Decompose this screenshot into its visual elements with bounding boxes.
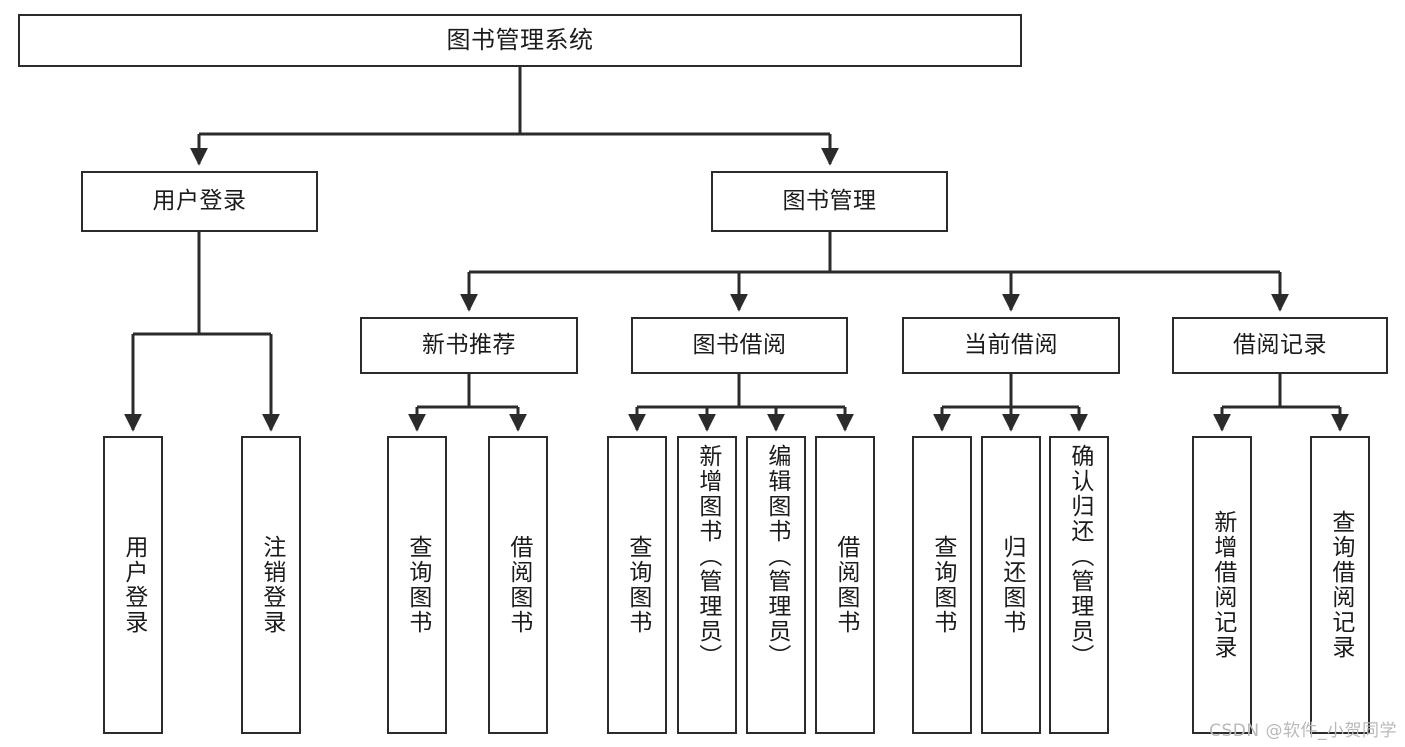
node-label: 借阅记录 (1233, 331, 1327, 358)
leaf-current-confirm-return-admin[interactable]: 确认归还（管理员） (1049, 436, 1109, 734)
node-label: 用户登录 (120, 535, 147, 635)
node-label: 查询借阅记录 (1327, 510, 1354, 660)
leaf-borrow-query-book[interactable]: 查询图书 (607, 436, 667, 734)
node-label: 图书借阅 (692, 331, 787, 358)
leaf-borrow-borrow-book[interactable]: 借阅图书 (815, 436, 875, 734)
node-label: 借阅图书 (832, 535, 859, 635)
node-label: 用户登录 (152, 187, 247, 214)
node-label: 编辑图书（管理员） (763, 444, 790, 669)
node-borrow-record[interactable]: 借阅记录 (1172, 317, 1388, 374)
leaf-recommend-borrow-book[interactable]: 借阅图书 (488, 436, 548, 734)
node-label: 查询图书 (929, 535, 956, 635)
node-label: 新增借阅记录 (1209, 510, 1236, 660)
node-label: 借阅图书 (505, 535, 532, 635)
node-label: 归还图书 (998, 535, 1025, 635)
leaf-borrow-edit-book-admin[interactable]: 编辑图书（管理员） (746, 436, 806, 734)
node-label: 查询图书 (624, 535, 651, 635)
node-user-login[interactable]: 用户登录 (81, 171, 318, 232)
leaf-record-add-record[interactable]: 新增借阅记录 (1192, 436, 1252, 734)
leaf-user-logout[interactable]: 注销登录 (241, 436, 301, 734)
leaf-record-query-record[interactable]: 查询借阅记录 (1310, 436, 1370, 734)
node-new-book-recommend[interactable]: 新书推荐 (360, 317, 578, 374)
leaf-borrow-add-book-admin[interactable]: 新增图书（管理员） (677, 436, 737, 734)
leaf-current-query-book[interactable]: 查询图书 (912, 436, 972, 734)
node-current-borrow[interactable]: 当前借阅 (902, 317, 1120, 374)
node-label: 查询图书 (404, 535, 431, 635)
leaf-recommend-query-book[interactable]: 查询图书 (387, 436, 447, 734)
node-label: 当前借阅 (964, 331, 1058, 358)
node-label: 图书管理系统 (446, 26, 594, 55)
node-label: 新书推荐 (422, 331, 516, 358)
node-root-system[interactable]: 图书管理系统 (18, 14, 1022, 67)
node-label: 注销登录 (258, 535, 285, 635)
node-label: 确认归还（管理员） (1066, 444, 1093, 669)
leaf-user-login[interactable]: 用户登录 (103, 436, 163, 734)
leaf-current-return-book[interactable]: 归还图书 (981, 436, 1041, 734)
node-label: 新增图书（管理员） (694, 444, 721, 669)
node-label: 图书管理 (782, 187, 877, 214)
node-book-borrow[interactable]: 图书借阅 (631, 317, 848, 374)
node-book-management[interactable]: 图书管理 (711, 171, 948, 232)
